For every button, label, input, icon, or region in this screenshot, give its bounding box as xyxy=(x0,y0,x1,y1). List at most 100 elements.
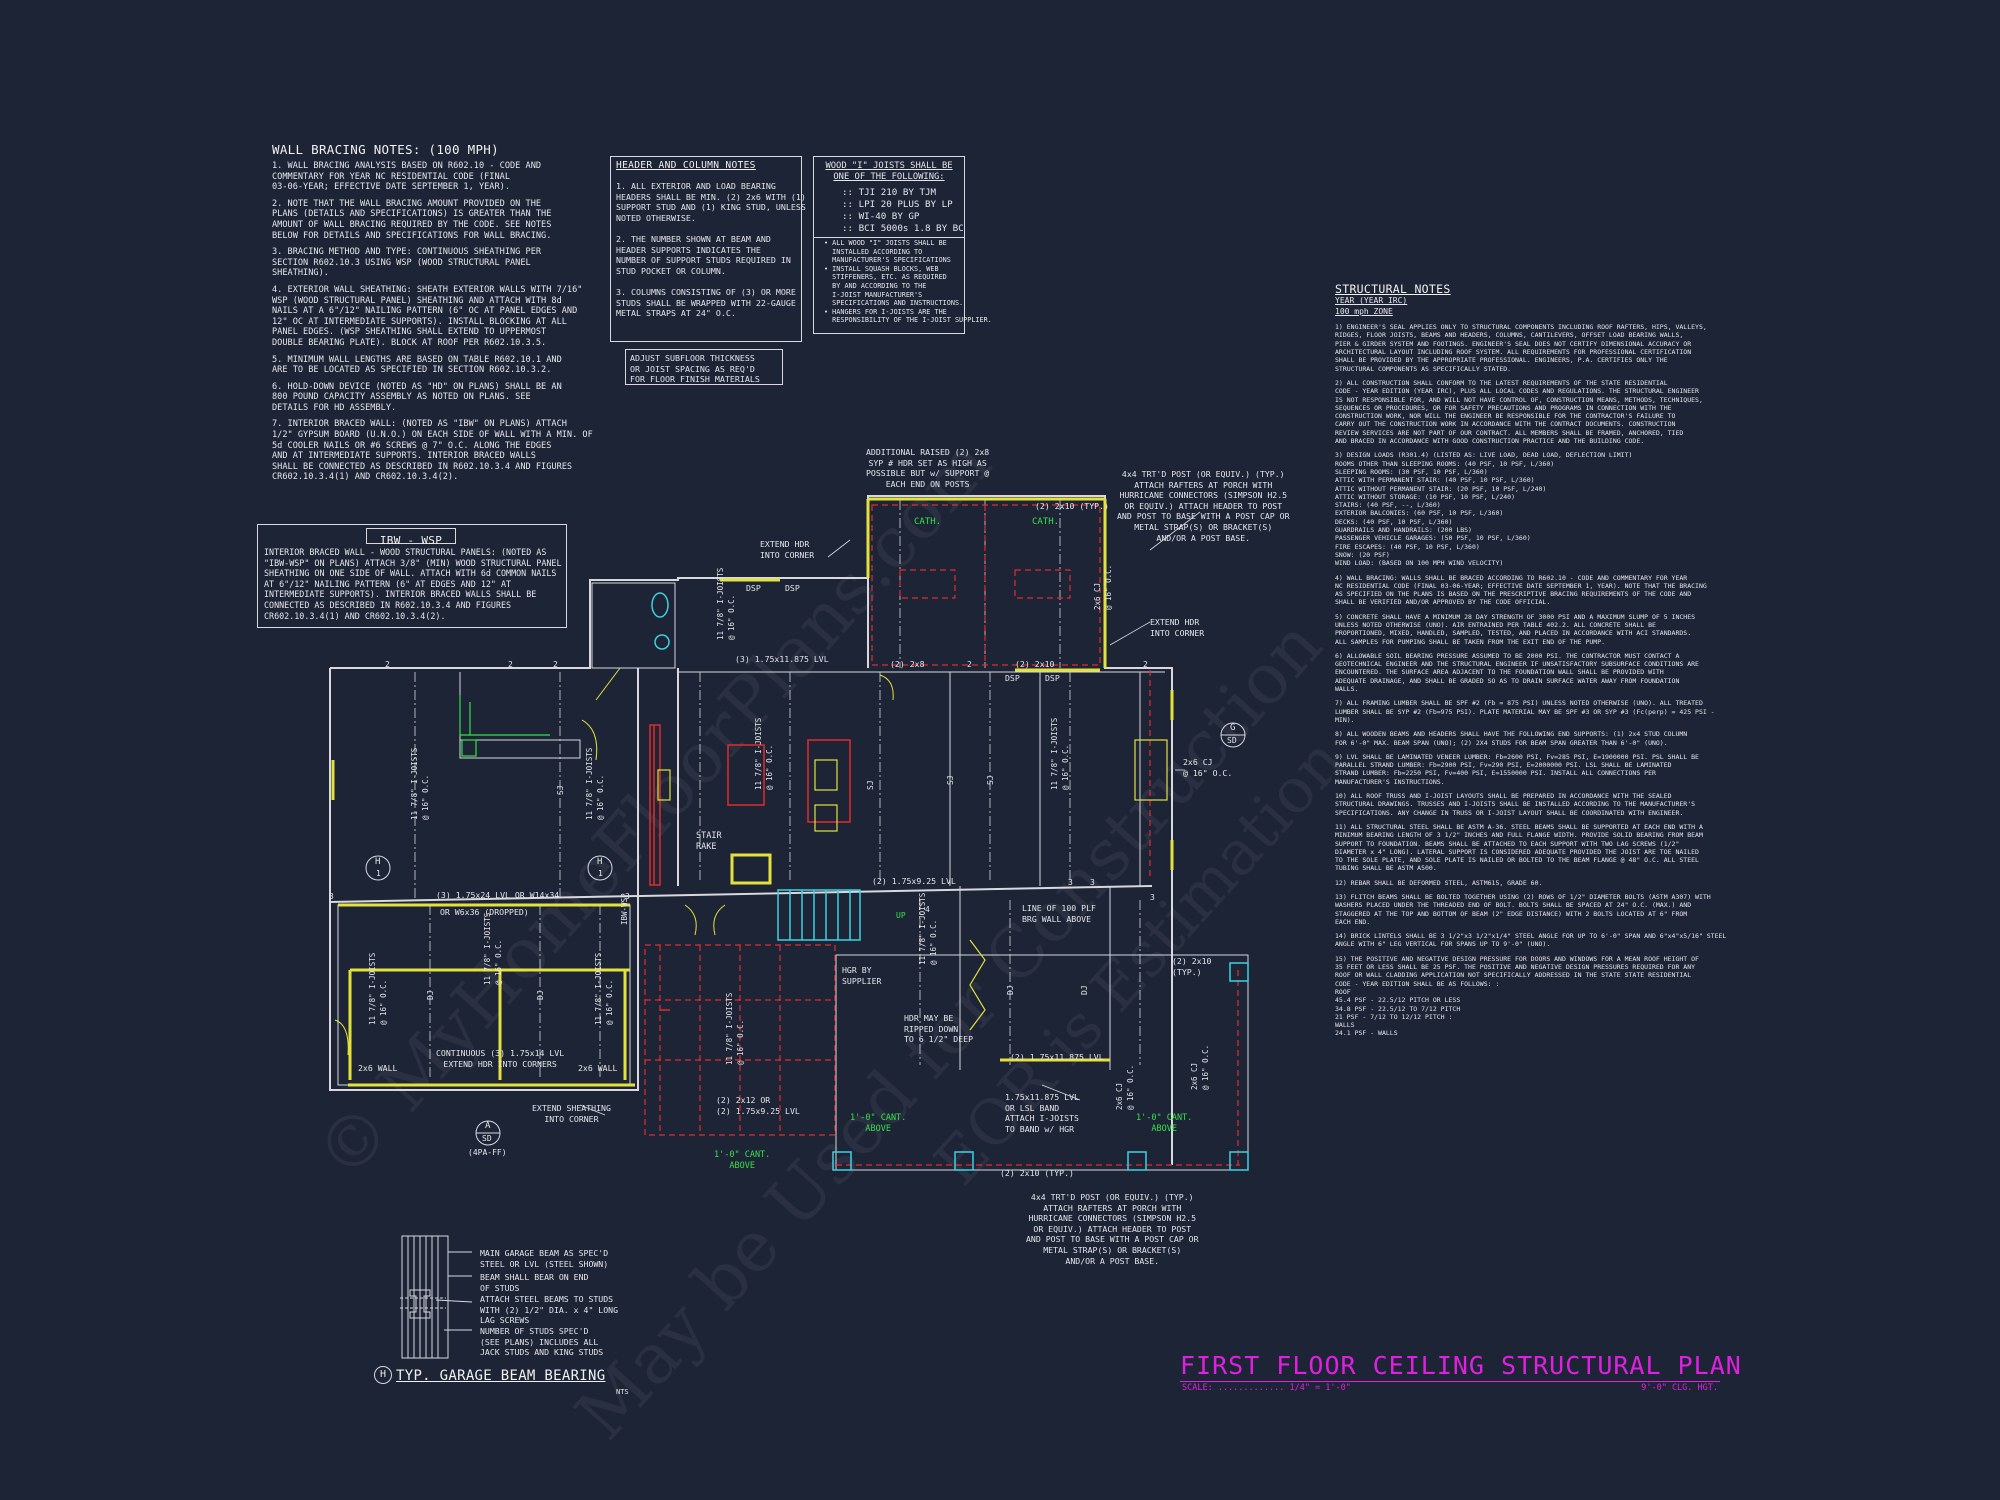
label-line-of-wall: LINE OF 100 PLF BRG WALL ABOVE xyxy=(1022,903,1096,924)
structural-notes-title: STRUCTURAL NOTES xyxy=(1335,282,1451,296)
wall-bracing-note-3: 3. BRACING METHOD AND TYPE: CONTINUOUS S… xyxy=(272,247,542,279)
label-stair-rake: STAIR RAKE xyxy=(696,831,722,852)
garage-detail-nts: NTS xyxy=(616,1388,629,1396)
label-2x12: (2) 2x12 OR (2) 1.75x9.25 LVL xyxy=(716,1095,800,1116)
label-lvl-bot: (2) 1.75x11.875 LVL xyxy=(1010,1052,1104,1062)
joist-label-5: 11 7/8" I-JOISTS @ 16" O.C. xyxy=(918,892,938,965)
i-joist-items: :: TJI 210 BY TJM :: LPI 20 PLUS BY LP :… xyxy=(842,187,964,234)
garage-detail-note-3: ATTACH STEEL BEAMS TO STUDS WITH (2) 1/2… xyxy=(480,1294,619,1326)
plan-title: FIRST FLOOR CEILING STRUCTURAL PLAN xyxy=(1180,1351,1742,1380)
marker-h-mid-sub: 1 xyxy=(598,869,603,878)
dj-label-2: DJ xyxy=(536,990,545,1000)
structural-note-6: 6) ALLOWABLE SOIL BEARING PRESSURE ASSUM… xyxy=(1335,651,1699,694)
label-2x6-wall-right: 2x6 WALL xyxy=(578,1063,618,1073)
porch-outline xyxy=(835,954,1249,1171)
label-dsp-3: DSP xyxy=(1005,673,1020,683)
plan-scale: SCALE: ............. 1/4" = 1'-0" xyxy=(1182,1383,1351,1393)
toilet xyxy=(651,592,669,618)
cj-label-1: 2x6 CJ @ 16" O.C. xyxy=(1093,564,1113,610)
label-dsp-2: DSP xyxy=(785,583,800,593)
closet xyxy=(459,739,581,759)
stud-count-9: 4 xyxy=(925,905,930,914)
post-4 xyxy=(1229,1151,1249,1171)
structural-note-5: 5) CONCRETE SHALL HAVE A MINIMUM 28 DAY … xyxy=(1335,612,1696,646)
joist-label-1: 11 7/8" I-JOISTS @ 16" O.C. xyxy=(410,747,430,820)
stud-count-7: 3 xyxy=(1090,878,1095,887)
label-extend-hdr-1: EXTEND HDR INTO CORNER xyxy=(760,539,815,560)
wall-bracing-note-2: 2. NOTE THAT THE WALL BRACING AMOUNT PRO… xyxy=(272,198,552,241)
label-2x6-wall-left: 2x6 WALL xyxy=(358,1063,398,1073)
joist-label-8: 11 7/8" I-JOISTS @ 16" O.C. xyxy=(368,952,388,1025)
ibw-wsp-text: INTERIOR BRACED WALL - WOOD STRUCTURAL P… xyxy=(264,547,562,621)
structural-note-2: 2) ALL CONSTRUCTION SHALL CONFORM TO THE… xyxy=(1335,378,1703,446)
label-2x10: (2) 2x10 xyxy=(1015,659,1055,669)
joists xyxy=(414,500,1141,1080)
post-1 xyxy=(832,1151,852,1171)
sj-label-3: SJ xyxy=(986,775,995,785)
cj-label-2: 2x6 CJ @ 16" O.C. xyxy=(1190,1044,1210,1090)
structural-note-7: 7) ALL FRAMING LUMBER SHALL BE SPF #2 (F… xyxy=(1335,699,1715,724)
structural-notes-sub2: 100 mph ZONE xyxy=(1335,306,1393,316)
structural-note-8: 8) ALL WOODEN BEAMS AND HEADERS SHALL HA… xyxy=(1335,730,1688,747)
garage-detail-note-1: MAIN GARAGE BEAM AS SPEC'D STEEL OR LVL … xyxy=(480,1248,609,1269)
structural-note-1: 1) ENGINEER'S SEAL APPLIES ONLY TO STRUC… xyxy=(1335,323,1707,373)
structural-note-12: 12) REBAR SHALL BE DEFORMED STEEL, ASTM6… xyxy=(1335,878,1543,887)
header-column-notes-title: HEADER AND COLUMN NOTES xyxy=(616,160,756,171)
stud-count-5: 3 xyxy=(625,892,630,901)
wall-bracing-note-1: 1. WALL BRACING ANALYSIS BASED ON R602.1… xyxy=(272,161,542,193)
stud-count-3: 2 xyxy=(553,660,558,669)
stud-count-11: 2 xyxy=(1143,660,1148,669)
structural-note-15: 15) THE POSITIVE AND NEGATIVE DESIGN PRE… xyxy=(1335,954,1699,1038)
label-extend-sheathing: EXTEND SHEATHING INTO CORNER xyxy=(532,1103,611,1124)
label-cant-1: 1'-0" CANT. ABOVE xyxy=(714,1150,771,1171)
joist-label-3: 11 7/8" I-JOISTS @ 16" O.C. xyxy=(754,717,774,790)
label-hgr: HGR BY SUPPLIER xyxy=(842,965,882,986)
red-solid xyxy=(649,724,851,1011)
label-cath-1: CATH. xyxy=(914,517,942,527)
structural-note-10: 10) ALL ROOF TRUSS AND I-JOIST LAYOUTS S… xyxy=(1335,792,1696,817)
label-dsp-1: DSP xyxy=(746,583,761,593)
stud-count-6: 3 xyxy=(1068,878,1073,887)
sink xyxy=(654,634,670,650)
label-lsl-band: 1.75x11.875 LVL OR LSL BAND ATTACH I-JOI… xyxy=(1005,1092,1079,1134)
label-dsp-4: DSP xyxy=(1045,673,1060,683)
garage-detail-note-2: BEAM SHALL BEAR ON END OF STUDS xyxy=(480,1272,589,1293)
dj-label-4: DJ xyxy=(1080,985,1089,995)
wall-mid-horizontal xyxy=(329,885,1153,903)
label-2x10-typ-bottom: (2) 2x10 (TYP.) xyxy=(1000,1168,1074,1178)
label-2x10-typ-top: (2) 2x10 (TYP.) xyxy=(1035,501,1109,511)
plan-ceiling-height: 9'-0" CLG. HGT. xyxy=(1641,1383,1718,1393)
wall-bracing-note-6: 6. HOLD-DOWN DEVICE (NOTED AS "HD" ON PL… xyxy=(272,381,562,413)
joist-label-10: 11 7/8" I-JOISTS @ 16" O.C. xyxy=(483,912,503,985)
garage-beam-detail: MAIN GARAGE BEAM AS SPEC'D STEEL OR LVL … xyxy=(370,1230,670,1400)
subfloor-note-box: ADJUST SUBFLOOR THICKNESS OR JOIST SPACI… xyxy=(625,349,783,385)
kitchen-island xyxy=(727,744,765,806)
beams xyxy=(331,497,1174,1087)
sj-label-1: SJ xyxy=(556,785,565,795)
post-2 xyxy=(954,1151,974,1171)
cyan-elements xyxy=(651,592,1249,1171)
label-cant-3: 1'-0" CANT. ABOVE xyxy=(1136,1113,1193,1134)
label-continuous: CONTINUOUS (3) 1.75x14 LVL EXTEND HDR IN… xyxy=(436,1048,565,1069)
section-marker-h-left xyxy=(365,855,391,881)
label-post-top: 4x4 TRT'D POST (OR EQUIV.) (TYP.) ATTACH… xyxy=(1117,469,1290,543)
cathedral-area xyxy=(871,504,1101,666)
stair xyxy=(777,889,861,941)
stud-count-2: 2 xyxy=(508,660,513,669)
joist-label-6: 11 7/8" I-JOISTS @ 16" O.C. xyxy=(725,992,745,1065)
garage-detail-marker: H xyxy=(374,1366,392,1384)
joist-label-9: 11 7/8" I-JOISTS @ 16" O.C. xyxy=(594,952,614,1025)
cj-label-3: 2x6 CJ @ 16" O.C. xyxy=(1115,1064,1135,1110)
sj-label-2: SJ xyxy=(946,775,955,785)
bath-frame xyxy=(591,582,676,669)
header-column-notes-text: 1. ALL EXTERIOR AND LOAD BEARING HEADERS… xyxy=(616,181,806,319)
structural-note-3: 3) DESIGN LOADS (R301.4) (LISTED AS: LIV… xyxy=(1335,451,1633,568)
stud-count-4: 3 xyxy=(329,892,334,901)
label-lvl-top: (3) 1.75x11.875 LVL xyxy=(735,654,829,664)
garage-detail-title: TYP. GARAGE BEAM BEARING xyxy=(396,1368,606,1384)
label-cant-2: 1'-0" CANT. ABOVE xyxy=(850,1113,907,1134)
joist-label-2: 11 7/8" I-JOISTS @ 16" O.C. xyxy=(585,747,605,820)
wall-bracing-notes: WALL BRACING NOTES: (100 MPH) 1. WALL BR… xyxy=(272,142,593,483)
svg-text:UP: UP xyxy=(896,911,906,920)
